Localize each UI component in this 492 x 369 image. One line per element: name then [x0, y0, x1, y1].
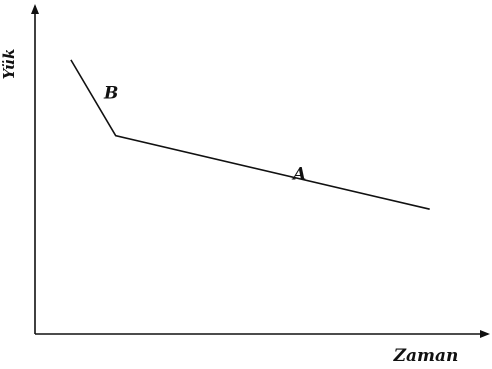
x-axis-title: Zaman [393, 346, 459, 366]
series-line [70, 59, 430, 210]
segment-label-b: B [103, 84, 118, 104]
y-axis-title: Yük [0, 49, 18, 80]
segment-labels: BA [103, 84, 306, 185]
segment-label-a: A [291, 164, 306, 184]
